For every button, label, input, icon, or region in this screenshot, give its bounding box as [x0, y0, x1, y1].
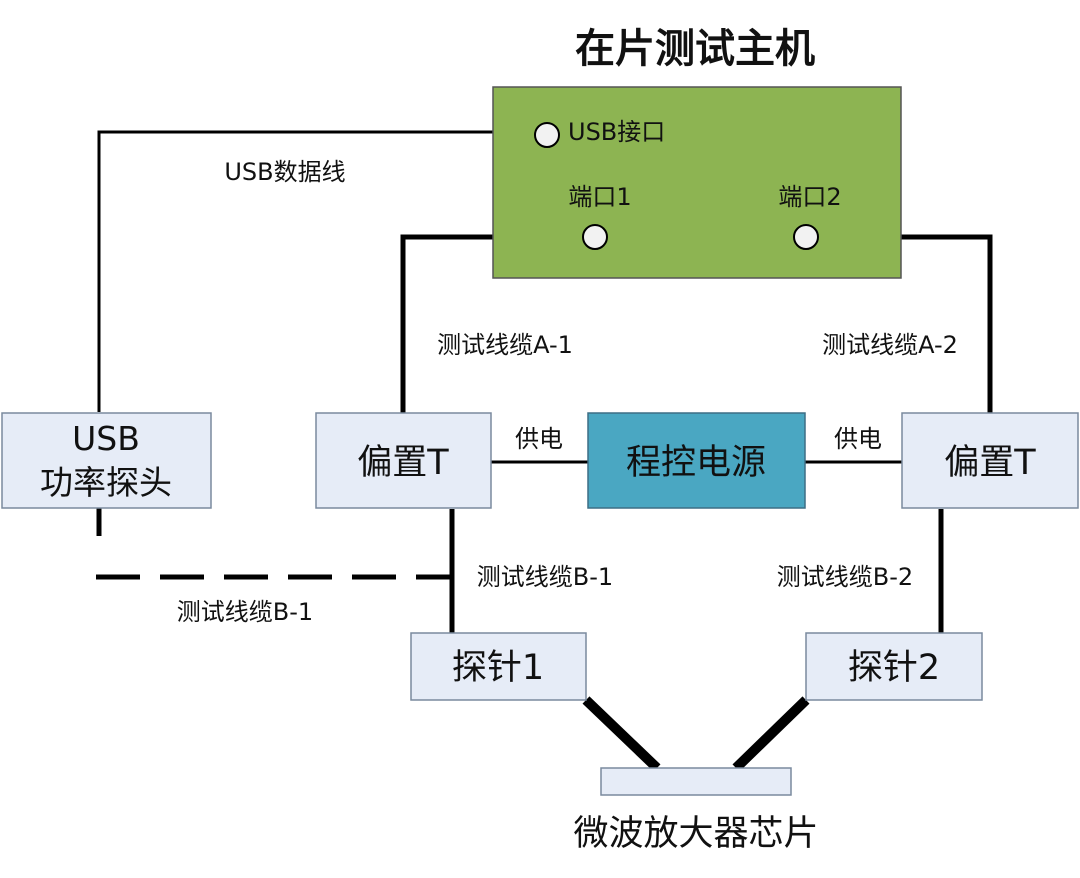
- probe1-box: [410, 632, 587, 701]
- power-supply-box: [587, 412, 806, 509]
- port2-label: 端口2: [778, 183, 841, 211]
- power-label-left: 供电: [515, 425, 563, 453]
- cable-b2-label: 测试线缆B-2: [777, 563, 913, 591]
- usb-data-cable: [97, 130, 535, 412]
- usb-port-label: USB接口: [568, 118, 665, 146]
- usb-data-cable-label: USB数据线: [224, 158, 345, 186]
- bias-t-right-box: [901, 412, 1079, 509]
- probe2-box: [805, 632, 983, 701]
- cable-a2-label: 测试线缆A-2: [822, 331, 958, 359]
- amplifier-chip: [600, 767, 792, 796]
- test-host-box: [492, 86, 902, 279]
- cable-b1-label: 测试线缆B-1: [477, 563, 613, 591]
- probe2-label: 探针2: [848, 648, 940, 688]
- probe1-tip: [582, 696, 661, 772]
- bias-t-left-label: 偏置T: [357, 443, 449, 483]
- power-supply-label: 程控电源: [626, 443, 766, 483]
- cable-b1-dashed-label: 测试线缆B-1: [177, 598, 313, 626]
- probe2-tip: [732, 696, 810, 772]
- bias-t-right-label: 偏置T: [944, 443, 1036, 483]
- port1-label: 端口1: [568, 183, 631, 211]
- usb-power-probe-box: [1, 412, 212, 509]
- usb-power-probe-line1: USB: [72, 419, 140, 458]
- power-label-right: 供电: [834, 425, 882, 453]
- probe1-label: 探针1: [452, 648, 544, 688]
- bias-t-left-box: [315, 412, 492, 509]
- amplifier-chip-label: 微波放大器芯片: [573, 814, 818, 854]
- port1-icon: [582, 224, 608, 250]
- usb-port-icon: [534, 122, 560, 148]
- usb-power-probe-line2: 功率探头: [40, 463, 172, 502]
- diagram-title: 在片测试主机: [575, 26, 815, 72]
- port2-icon: [793, 224, 819, 250]
- cable-a1-label: 测试线缆A-1: [437, 331, 573, 359]
